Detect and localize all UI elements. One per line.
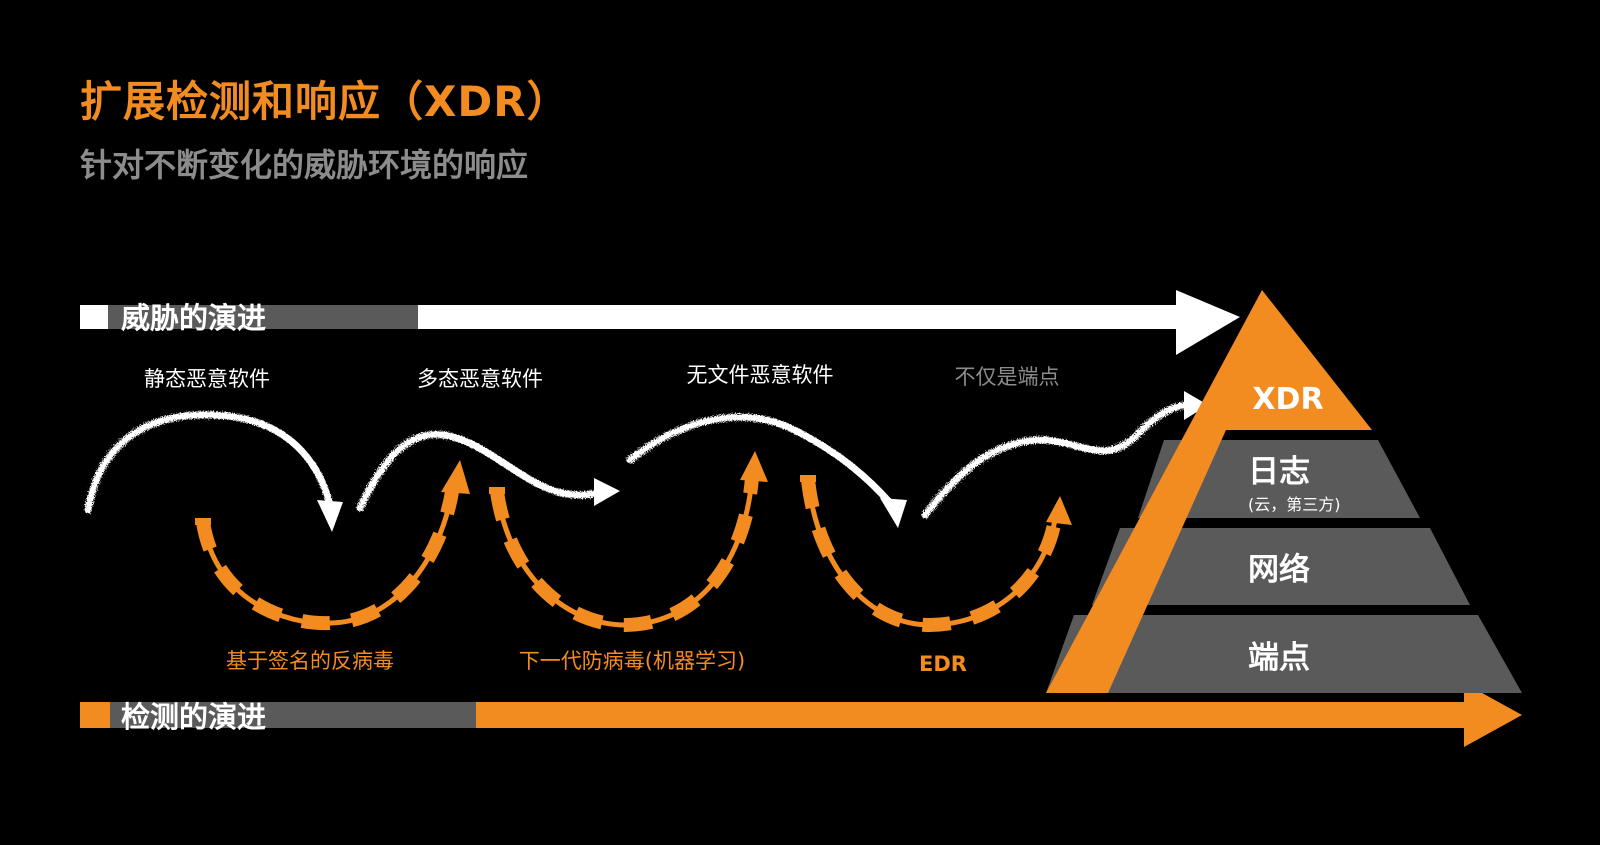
threat-wave-arrowhead-4 [1184, 391, 1208, 420]
threat-bar-marker [80, 305, 108, 329]
detection-bar-arrowhead [1464, 683, 1522, 747]
detection-arc-ends [195, 451, 1072, 525]
pyramid-layer-endpoint-label: 端点 [1248, 640, 1310, 676]
detection-arc-1-segments [196, 490, 459, 631]
threat-wave-arrowhead-1 [317, 500, 343, 532]
page-subtitle: 针对不断变化的威胁环境的响应 [80, 146, 529, 184]
threat-wave-arrowhead-2 [594, 478, 620, 506]
threat-wave-segment-2 [356, 430, 604, 512]
detection-bar-marker [80, 702, 110, 728]
pyramid-layer-logs-sublabel: (云，第三方) [1248, 495, 1341, 514]
detection-bar-shaft [476, 702, 1466, 728]
detection-arc-3-start-cap [800, 475, 816, 482]
threat-wave-segment-3 [626, 413, 896, 509]
threat-bar-arrowhead [1176, 290, 1240, 355]
pyramid-apex-xdr [1046, 290, 1372, 693]
detection-arc-2-arrowhead [740, 451, 768, 482]
page-title: 扩展检测和响应（XDR） [80, 77, 570, 126]
pyramid-apex-label: XDR [1252, 382, 1323, 417]
detection-evolution-bar: 检测的演进 [80, 683, 1522, 747]
pyramid-layer-network [1092, 528, 1470, 605]
threat-stage-static-malware: 静态恶意软件 [144, 367, 270, 391]
detection-arc-3-segments [801, 479, 1062, 633]
detection-arc-2 [494, 477, 755, 628]
threat-wave-arrowhead-3 [880, 498, 907, 528]
detection-evolution-label: 检测的演进 [121, 700, 266, 734]
threat-bar-label-bg [108, 305, 418, 329]
threat-bar-shaft [418, 305, 1178, 329]
xdr-pyramid: XDR 日志 (云，第三方) 网络 端点 [1046, 290, 1522, 693]
threat-evolution-bar: 威胁的演进 [80, 290, 1240, 355]
detection-bar-label-bg [110, 702, 476, 728]
detection-arc-2-segments [490, 477, 759, 633]
pyramid-layer-endpoint [1046, 615, 1522, 693]
detection-arc-3-arrowhead [1046, 496, 1072, 525]
threat-stage-polymorphic-malware: 多态恶意软件 [417, 367, 543, 391]
detection-arcs [196, 477, 1062, 633]
threat-wave-arrowheads [317, 391, 1208, 532]
pyramid-layer-logs-label: 日志 [1248, 454, 1310, 490]
threat-evolution-label: 威胁的演进 [121, 301, 266, 335]
pyramid-layer-network-label: 网络 [1248, 552, 1310, 588]
detection-arc-1-arrowhead [441, 460, 470, 494]
detection-arc-1-start-cap [195, 518, 211, 525]
threat-wave [84, 401, 1194, 519]
detection-stage-ngav-ml: 下一代防病毒(机器学习) [519, 649, 745, 673]
detection-stage-signature-av: 基于签名的反病毒 [226, 649, 394, 673]
threat-stage-fileless-malware: 无文件恶意软件 [687, 363, 834, 387]
threat-wave-segment-1 [84, 411, 334, 514]
detection-stage-edr: EDR [919, 652, 967, 676]
threat-stage-beyond-endpoint: 不仅是端点 [955, 365, 1060, 389]
detection-arc-2-start-cap [489, 487, 505, 494]
threat-wave-segment-4 [921, 401, 1194, 519]
